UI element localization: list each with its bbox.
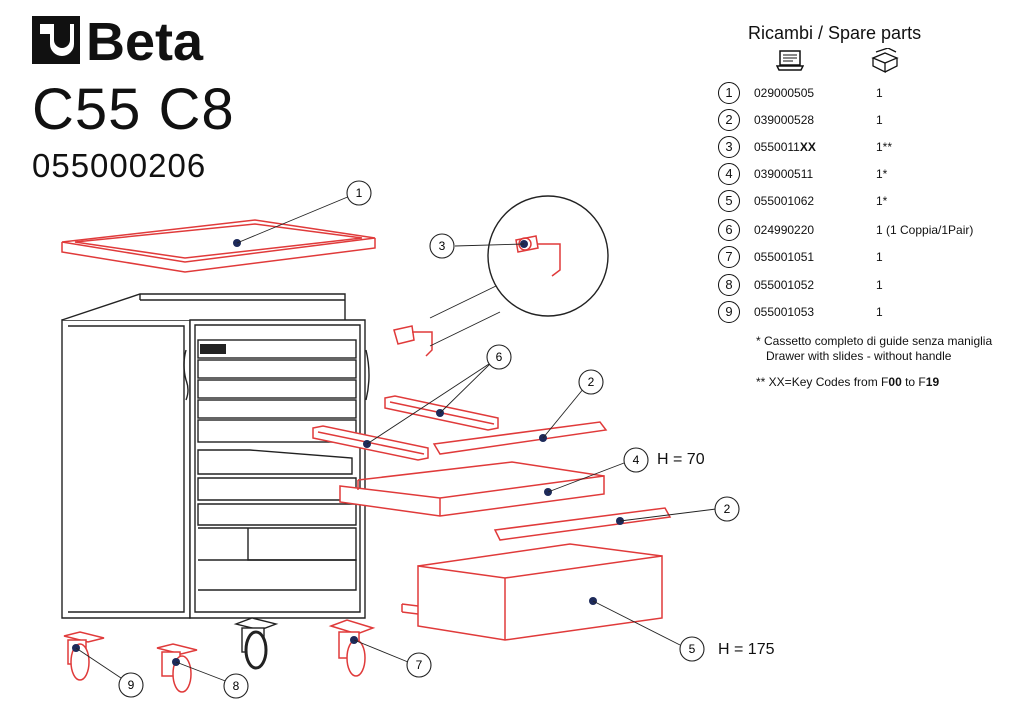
part-7-caster [328, 619, 376, 677]
part-1-top-mat [61, 219, 376, 273]
note-key-codes-a: ** XX=Key Codes from F [756, 375, 889, 389]
brand-name: Beta [86, 12, 204, 70]
part-6-slides [312, 395, 499, 461]
callout: 1 [346, 180, 372, 206]
model-code: 055000206 [32, 147, 207, 184]
row-number: 3 [718, 136, 740, 158]
row-number: 4 [718, 163, 740, 185]
cabinet-body [61, 293, 370, 619]
part-qty: 1 (1 Coppia/1Pair) [876, 223, 974, 237]
leader-lines [75, 195, 717, 683]
part-5-drawer-large [401, 543, 663, 641]
spare-part-row: 6 024990220 1 (1 Coppia/1Pair) [716, 219, 1006, 243]
callout-number: 7 [416, 658, 423, 672]
part-qty: 1 [876, 278, 883, 292]
spare-part-row: 4 039000511 1* [716, 163, 1006, 187]
part-qty: 1** [876, 140, 893, 154]
part-code: 055001062 [754, 194, 815, 208]
callout-number: 4 [633, 453, 640, 467]
spare-part-row: 2 039000528 1 [716, 109, 1006, 133]
callout: 4 [623, 447, 649, 473]
part-3-lock [393, 195, 609, 357]
part-code: 024990220 [754, 223, 815, 237]
row-number: 5 [718, 190, 740, 212]
box-icon [870, 47, 900, 79]
part-qty: 1 [876, 305, 883, 319]
note-key-codes-b: 00 [888, 375, 902, 389]
part-code: 055001052 [754, 278, 815, 292]
part-4-drawer-small [339, 461, 605, 517]
part-qty: 1* [876, 167, 888, 181]
callout-number: 8 [233, 679, 240, 693]
part-qty: 1 [876, 113, 883, 127]
callout: 5 [679, 636, 705, 662]
spare-parts-title: Ricambi / Spare parts [748, 23, 922, 43]
callout: 9 [118, 672, 144, 698]
part-9-caster [63, 631, 105, 681]
note-drawer-en: Drawer with slides - without handle [766, 349, 952, 363]
callout-number: 1 [356, 186, 363, 200]
row-number: 6 [718, 219, 740, 241]
spare-part-row: 3 0550011XX 1** [716, 136, 1006, 160]
part-code: 029000505 [754, 86, 815, 100]
callout-number: 2 [588, 375, 595, 389]
callout-number: 9 [128, 678, 135, 692]
callout-number: 3 [439, 239, 446, 253]
callout-number: 2 [724, 502, 731, 516]
callout-number: 5 [689, 642, 696, 656]
spare-part-row: 1 029000505 1 [716, 82, 1006, 106]
row-number: 7 [718, 246, 740, 268]
laptop-icon [775, 50, 805, 77]
part-code: 039000511 [754, 167, 814, 181]
part-code: 055001051 [754, 250, 815, 264]
row-number: 1 [718, 82, 740, 104]
part-code: 039000528 [754, 113, 815, 127]
note-key-codes: ** XX=Key Codes from F00 to F19 [756, 375, 939, 390]
part-2-rail-lower [493, 507, 672, 541]
caster-reference [233, 617, 279, 670]
spare-part-row: 7 055001051 1 [716, 246, 1006, 270]
part-code: 0550011XX [754, 139, 816, 155]
beta-logo: Beta [30, 10, 250, 72]
callout: 6 [486, 344, 512, 370]
note-drawer-it: * Cassetto completo di guide senza manig… [756, 334, 993, 348]
row-number: 9 [718, 301, 740, 323]
part-code: 055001053 [754, 305, 815, 319]
drawer-height-large: H = 175 [718, 641, 775, 658]
callout-number: 6 [496, 350, 503, 364]
callout: 3 [429, 233, 455, 259]
row-number: 8 [718, 274, 740, 296]
drawer-height-small: H = 70 [657, 451, 705, 468]
part-qty: 1 [876, 86, 883, 100]
callout: 8 [223, 673, 249, 699]
model-title: C55 C8 [32, 77, 235, 142]
spare-part-row: 5 055001062 1* [716, 190, 1006, 214]
callout: 7 [406, 652, 432, 678]
callout: 2 [714, 496, 740, 522]
part-2-rail-upper [432, 421, 608, 455]
part-code-key: XX [799, 140, 816, 154]
part-qty: 1* [876, 194, 888, 208]
row-number: 2 [718, 109, 740, 131]
note-key-codes-c: to F [901, 375, 926, 389]
note-key-codes-d: 19 [925, 375, 940, 389]
part-code-prefix: 0550011 [754, 140, 800, 154]
callout: 2 [578, 369, 604, 395]
spare-part-row: 9 055001053 1 [716, 301, 1006, 325]
part-qty: 1 [876, 250, 883, 264]
spare-part-row: 8 055001052 1 [716, 274, 1006, 298]
